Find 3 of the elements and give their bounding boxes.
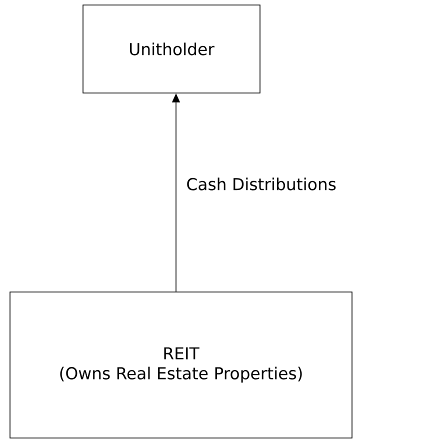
process-box: Unitholder (82, 4, 260, 94)
process-box: REIT (Owns Real Estate Properties) (10, 292, 352, 438)
edge-label: Cash Distributions (187, 178, 336, 190)
